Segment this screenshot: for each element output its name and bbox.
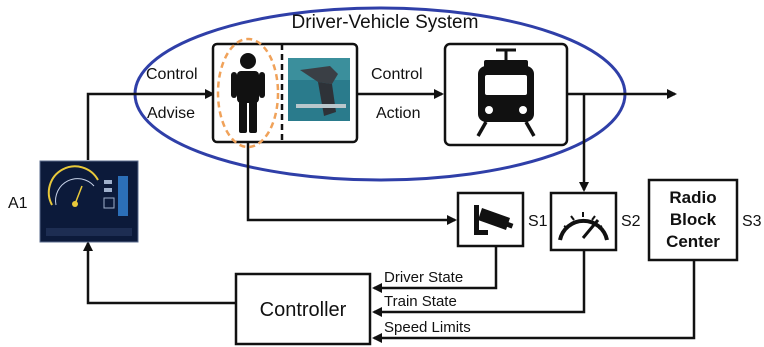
train-box (443, 42, 569, 147)
rbc-line2: Block (670, 210, 717, 229)
driver-to-s1-line (246, 142, 457, 225)
advise-label: Advise (147, 105, 195, 122)
train-state-label: Train State (384, 293, 457, 310)
driver-camera-photo (288, 58, 350, 121)
advise-line (86, 89, 215, 160)
s3-rbc-box: Radio Block Center (647, 178, 739, 262)
controller-box: Controller (234, 272, 372, 346)
speed-limits-label: Speed Limits (384, 319, 471, 336)
train-state-line (372, 250, 586, 317)
driver-person-icon (231, 53, 265, 133)
action-label: Action (376, 105, 420, 122)
a1-label: A1 (8, 195, 28, 212)
system-title: Driver-Vehicle System (292, 12, 479, 33)
s2-speedometer-box (549, 191, 618, 252)
s2-label: S2 (621, 213, 641, 230)
controller-label: Controller (260, 299, 347, 321)
s1-label: S1 (528, 213, 548, 230)
camera-sensor-icon (474, 205, 514, 235)
driver-highlight (216, 37, 280, 149)
driver-state-label: Driver State (384, 269, 463, 286)
s1-camera-box (456, 191, 525, 248)
speed-limits-line (372, 260, 696, 343)
rbc-line1: Radio (669, 188, 716, 207)
rbc-line3: Center (666, 232, 720, 251)
dashboard-display (39, 160, 139, 243)
control-left-label: Control (146, 66, 198, 83)
connection-lines (83, 89, 696, 343)
driver-state-line (372, 245, 498, 293)
controller-to-a1-line (83, 241, 236, 305)
control-right-label: Control (371, 66, 423, 83)
train-icon (476, 48, 536, 137)
s3-label: S3 (742, 213, 762, 230)
driver-box (211, 37, 359, 149)
speedometer-icon (558, 212, 609, 241)
